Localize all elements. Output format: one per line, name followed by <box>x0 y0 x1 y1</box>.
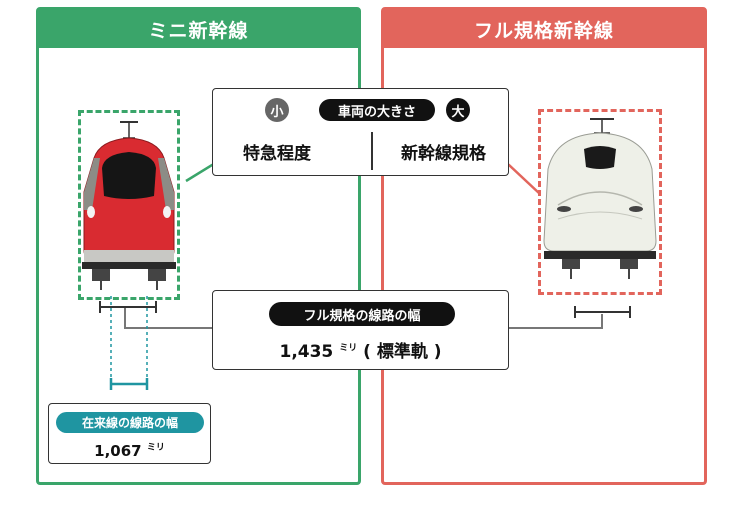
full-gauge-title: フル規格の線路の幅 <box>269 302 455 326</box>
full-gauge-value-row: 1,435 ミリ ( 標準軌 ) <box>213 337 508 362</box>
full-gauge-connector <box>509 314 603 329</box>
full-gauge-box: フル規格の線路の幅 1,435 ミリ ( 標準軌 ) <box>212 290 509 370</box>
narrow-gauge-unit: ミリ <box>146 443 165 453</box>
narrow-gauge-guides <box>109 296 149 390</box>
full-gauge-ruler <box>574 306 631 318</box>
standard-gauge-note: ( 標準軌 ) <box>363 342 442 362</box>
size-divider <box>371 132 373 170</box>
large-mark: 大 <box>446 98 470 122</box>
vehicle-size-box: 小 車両の大きさ 大 特急程度 新幹線規格 <box>212 88 509 176</box>
mini-shinkansen-train-icon <box>82 121 176 290</box>
narrow-gauge-title: 在来線の線路の幅 <box>56 412 204 433</box>
limited-express-label: 特急程度 <box>243 144 311 164</box>
small-mark: 小 <box>265 98 289 122</box>
narrow-gauge-value-row: 1,067 ミリ <box>49 440 210 460</box>
mini-train-frame <box>78 110 180 300</box>
full-shinkansen-panel: フル規格新幹線 <box>381 7 707 485</box>
full-gauge-value: 1,435 <box>279 342 334 362</box>
full-gauge-unit: ミリ <box>339 343 358 354</box>
full-train-frame <box>538 109 662 295</box>
full-shinkansen-title: フル規格新幹線 <box>384 10 704 48</box>
full-shinkansen-train-icon <box>543 118 657 279</box>
narrow-gauge-box: 在来線の線路の幅 1,067 ミリ <box>48 403 211 464</box>
vehicle-size-title: 車両の大きさ <box>319 99 435 121</box>
shinkansen-standard-label: 新幹線規格 <box>401 144 486 164</box>
mini-shinkansen-title: ミニ新幹線 <box>39 10 358 48</box>
mini-gauge-ruler <box>99 301 157 313</box>
narrow-gauge-value: 1,067 <box>94 442 142 460</box>
mini-shinkansen-panel: ミニ新幹線 <box>36 7 361 485</box>
mini-gauge-connector <box>124 307 212 329</box>
